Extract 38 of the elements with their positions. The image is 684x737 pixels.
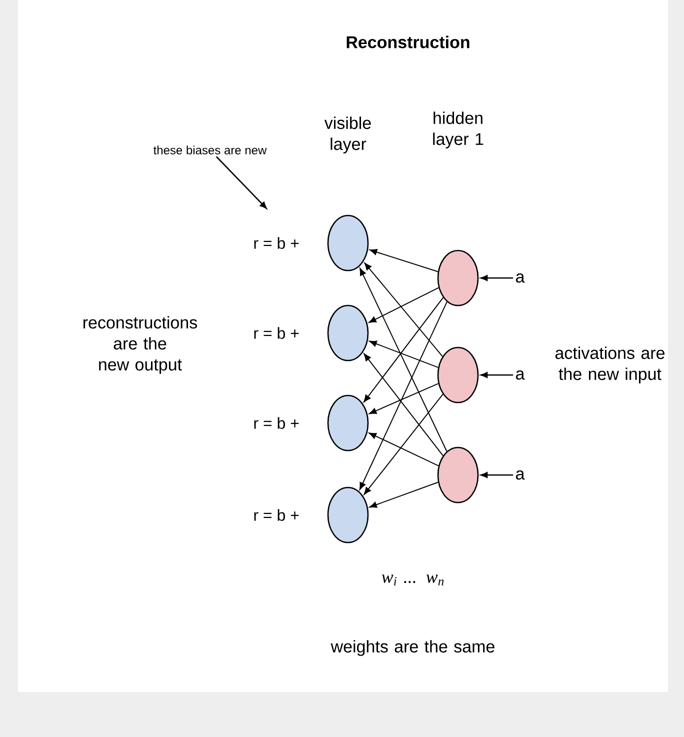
visible-unit: [327, 486, 369, 544]
visible-unit: [327, 304, 369, 362]
note-text: these biases are new: [153, 146, 267, 154]
arrow: [369, 383, 439, 414]
visible-unit: [327, 394, 369, 452]
arrow: [369, 340, 439, 368]
activation-label: a: [516, 273, 525, 283]
arrow: [369, 482, 439, 508]
weight-formula: w$_{i}$ ... w$_{n}$: [382, 574, 444, 586]
title: Reconstruction: [346, 36, 470, 48]
arrow: [368, 432, 439, 466]
input-arrow: [480, 472, 514, 478]
side-note: activations are the new input: [555, 346, 664, 384]
activation-label: a: [516, 370, 525, 380]
leader-arrow: [216, 156, 267, 209]
layer-heading: visible layer: [324, 116, 371, 154]
arrow: [370, 249, 438, 272]
bias-label: r = b +: [254, 327, 299, 339]
input-arrow: [480, 372, 514, 378]
arrow: [360, 268, 448, 452]
visible-unit: [327, 214, 369, 272]
hidden-unit: [437, 346, 479, 404]
side-note: reconstructions are the new output: [84, 316, 197, 374]
arrow: [368, 287, 440, 323]
bias-label: r = b +: [254, 509, 299, 521]
bias-label: r = b +: [254, 237, 299, 249]
arrow: [364, 297, 444, 402]
layer-heading: hidden layer 1: [433, 112, 484, 148]
hidden-unit: [437, 446, 479, 504]
bias-label: r = b +: [254, 417, 299, 429]
caption-text: weights are the same: [330, 640, 494, 656]
activation-label: a: [516, 470, 525, 480]
arrow: [364, 394, 444, 495]
hidden-unit: [437, 250, 479, 306]
arrow: [364, 353, 444, 456]
arrow: [364, 262, 443, 357]
input-arrow: [480, 275, 514, 281]
arrow: [359, 301, 448, 490]
